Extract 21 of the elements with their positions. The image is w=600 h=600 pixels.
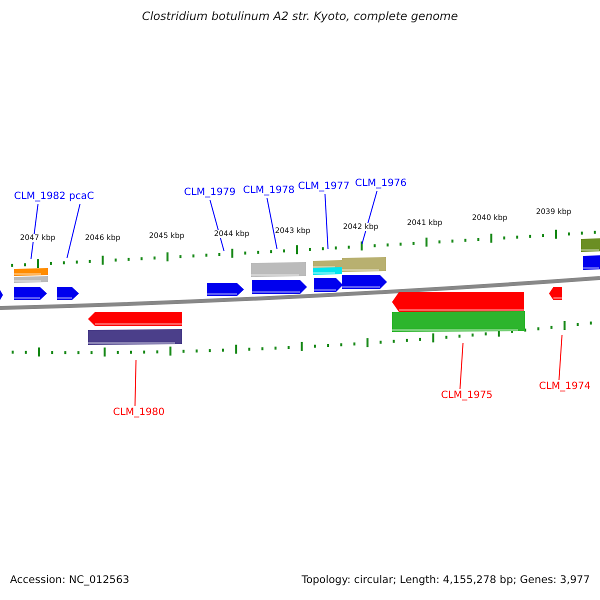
leader-line bbox=[266, 198, 278, 250]
leader-line bbox=[460, 342, 464, 390]
gene-label: CLM_1982 bbox=[14, 190, 66, 204]
leader-line bbox=[558, 334, 562, 380]
gene-label: CLM_1980 bbox=[113, 406, 165, 420]
gene-label: CLM_1974 bbox=[539, 380, 591, 394]
leader-line bbox=[324, 194, 328, 250]
chart-title: Clostridium botulinum A2 str. Kyoto, complete genome bbox=[141, 11, 459, 22]
gene-label: CLM_1977 bbox=[298, 180, 350, 194]
gene-label: CLM_1976 bbox=[355, 177, 407, 191]
gene-label: CLM_1979 bbox=[184, 186, 236, 200]
leader-line bbox=[362, 190, 378, 244]
gene-label: pcaC bbox=[69, 190, 94, 204]
leader-line bbox=[210, 200, 224, 252]
footer-text: Topology: circular; Length: 4,155,278 bp; Genes: 3,977 bbox=[302, 575, 590, 586]
gene-label: CLM_1975 bbox=[441, 389, 493, 403]
leader-line bbox=[30, 204, 38, 260]
footer-text: Accession: NC_012563 bbox=[10, 575, 130, 586]
leader-line bbox=[134, 360, 136, 406]
leader-line bbox=[66, 204, 80, 258]
gene-label: CLM_1978 bbox=[243, 184, 295, 198]
